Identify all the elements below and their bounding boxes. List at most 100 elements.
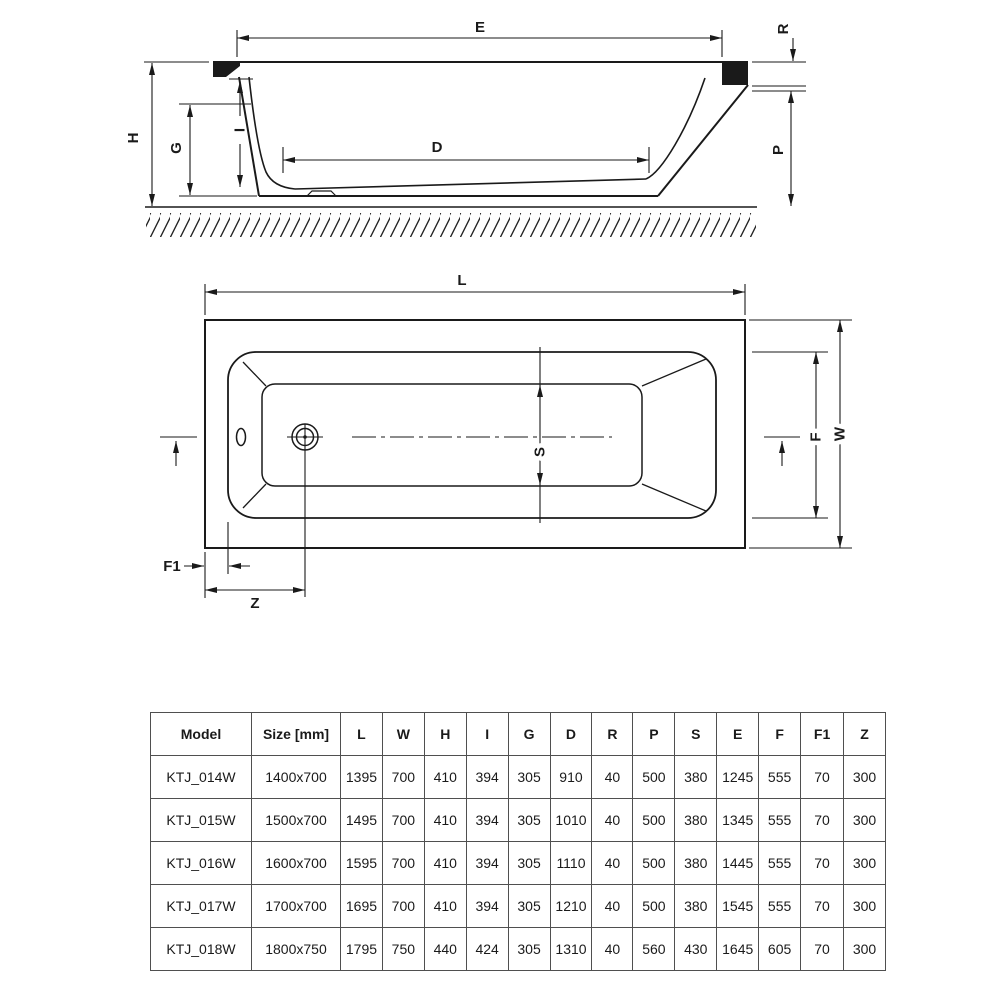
value-cell: 40 bbox=[591, 798, 634, 842]
value-cell: 70 bbox=[800, 884, 845, 928]
dim-label-l: L bbox=[457, 272, 466, 289]
column-header: S bbox=[674, 712, 718, 756]
value-cell: 40 bbox=[591, 755, 634, 799]
drain-housing bbox=[306, 190, 337, 197]
dim-d: D bbox=[282, 139, 650, 173]
value-cell: 500 bbox=[632, 841, 676, 885]
column-header: W bbox=[381, 712, 425, 756]
dim-label-f: F bbox=[808, 432, 825, 441]
dim-i: I bbox=[229, 78, 253, 187]
column-header: D bbox=[549, 712, 593, 756]
column-header: F1 bbox=[800, 712, 845, 756]
value-cell: 1545 bbox=[716, 884, 760, 928]
column-header: H bbox=[423, 712, 467, 756]
column-header: L bbox=[340, 712, 383, 756]
value-cell: 1795 bbox=[340, 927, 383, 971]
ground-hatch bbox=[145, 206, 757, 237]
dim-g: G bbox=[168, 103, 257, 197]
value-cell: 305 bbox=[507, 755, 551, 799]
value-cell: 300 bbox=[843, 927, 886, 971]
dim-f: F bbox=[752, 351, 829, 519]
ground-hatch-band bbox=[146, 213, 756, 237]
model-cell: KTJ_017W bbox=[150, 884, 252, 928]
value-cell: 1345 bbox=[716, 798, 760, 842]
column-header: P bbox=[632, 712, 676, 756]
value-cell: 1595 bbox=[340, 841, 383, 885]
side-view: E R P H G bbox=[125, 19, 806, 237]
value-cell: 1495 bbox=[340, 798, 383, 842]
left-rim-cap bbox=[213, 62, 240, 77]
dim-label-g: G bbox=[168, 142, 185, 154]
model-cell: KTJ_016W bbox=[150, 841, 252, 885]
bathtub-diagram: E R P H G bbox=[125, 19, 853, 612]
tub-top-outline bbox=[204, 319, 746, 549]
value-cell: 560 bbox=[632, 927, 676, 971]
value-cell: 1245 bbox=[716, 755, 760, 799]
value-cell: 380 bbox=[674, 884, 718, 928]
value-cell: 300 bbox=[843, 798, 886, 842]
value-cell: 410 bbox=[423, 755, 467, 799]
value-cell: 750 bbox=[381, 927, 425, 971]
dim-label-w: W bbox=[832, 426, 849, 441]
value-cell: 440 bbox=[423, 927, 467, 971]
value-cell: 500 bbox=[632, 755, 676, 799]
dim-p: P bbox=[752, 90, 806, 206]
value-cell: 700 bbox=[381, 755, 425, 799]
value-cell: 305 bbox=[507, 841, 551, 885]
value-cell: 305 bbox=[507, 927, 551, 971]
value-cell: 410 bbox=[423, 884, 467, 928]
value-cell: 394 bbox=[465, 798, 509, 842]
value-cell: 910 bbox=[549, 755, 593, 799]
value-cell: 555 bbox=[758, 884, 802, 928]
column-header: Model bbox=[150, 712, 252, 756]
value-cell: 500 bbox=[632, 884, 676, 928]
value-cell: 1395 bbox=[340, 755, 383, 799]
value-cell: 1500x700 bbox=[251, 798, 341, 842]
value-cell: 1110 bbox=[549, 841, 593, 885]
value-cell: 40 bbox=[591, 884, 634, 928]
model-cell: KTJ_018W bbox=[150, 927, 252, 971]
column-header: Size [mm] bbox=[251, 712, 341, 756]
value-cell: 424 bbox=[465, 927, 509, 971]
value-cell: 300 bbox=[843, 841, 886, 885]
value-cell: 70 bbox=[800, 798, 845, 842]
value-cell: 70 bbox=[800, 841, 845, 885]
value-cell: 394 bbox=[465, 884, 509, 928]
value-cell: 300 bbox=[843, 884, 886, 928]
column-header: F bbox=[758, 712, 802, 756]
value-cell: 305 bbox=[507, 798, 551, 842]
dim-label-h: H bbox=[125, 133, 142, 144]
value-cell: 410 bbox=[423, 798, 467, 842]
top-view: L W F S bbox=[160, 272, 853, 612]
dim-label-p: P bbox=[770, 145, 787, 155]
dim-label-r: R bbox=[775, 23, 792, 34]
dim-label-d: D bbox=[432, 139, 443, 156]
model-cell: KTJ_014W bbox=[150, 755, 252, 799]
value-cell: 394 bbox=[465, 841, 509, 885]
value-cell: 555 bbox=[758, 841, 802, 885]
value-cell: 410 bbox=[423, 841, 467, 885]
dim-r: R bbox=[752, 23, 806, 87]
dim-z: Z bbox=[205, 587, 305, 612]
dim-s: S bbox=[527, 347, 553, 523]
value-cell: 394 bbox=[465, 755, 509, 799]
value-cell: 70 bbox=[800, 755, 845, 799]
dim-h: H bbox=[125, 61, 209, 206]
value-cell: 605 bbox=[758, 927, 802, 971]
overflow-hole bbox=[235, 427, 247, 447]
value-cell: 380 bbox=[674, 798, 718, 842]
column-header: R bbox=[591, 712, 634, 756]
value-cell: 1645 bbox=[716, 927, 760, 971]
dim-label-e: E bbox=[475, 19, 485, 36]
column-header: E bbox=[716, 712, 760, 756]
value-cell: 1400x700 bbox=[251, 755, 341, 799]
value-cell: 1210 bbox=[549, 884, 593, 928]
value-cell: 380 bbox=[674, 841, 718, 885]
